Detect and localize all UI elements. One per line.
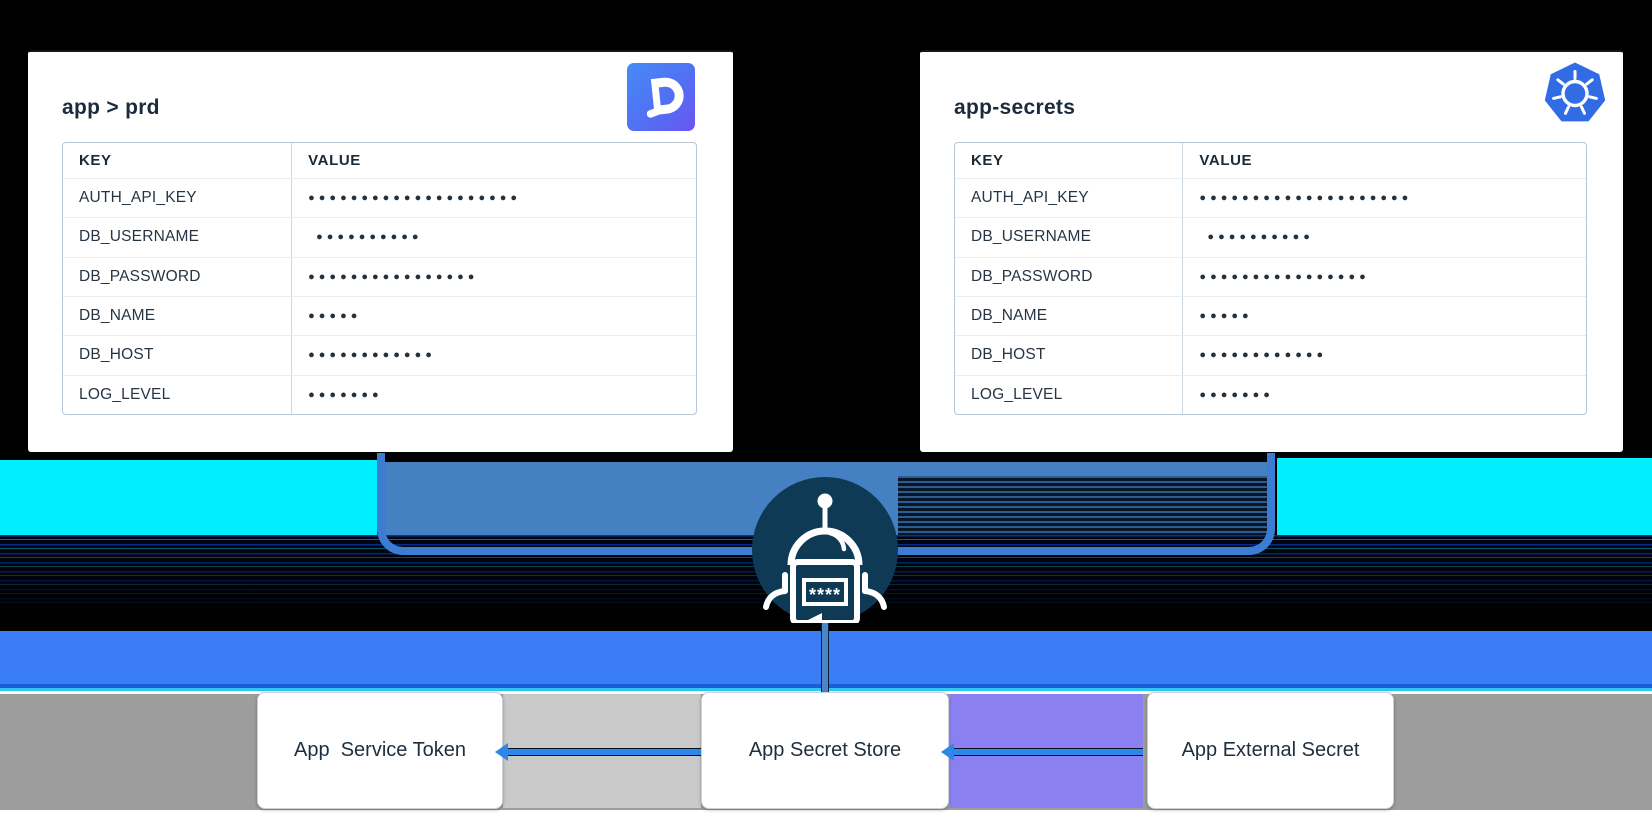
key-column-header: KEY xyxy=(955,143,1184,178)
steel-stripes-band xyxy=(898,476,1267,535)
cyan-band-left xyxy=(0,460,377,536)
doppler-config-title: app > prd xyxy=(62,96,160,119)
value-column-header: VALUE xyxy=(1199,152,1253,169)
table-row: DB_USERNAME ●●●●●●●●●● xyxy=(63,217,696,257)
table-row: AUTH_API_KEY ●●●●●●●●●●●●●●●●●●●● xyxy=(63,178,696,218)
secret-key: DB_USERNAME xyxy=(63,218,293,257)
app-secret-store-box: App Secret Store xyxy=(701,692,949,809)
secret-key: DB_NAME xyxy=(63,296,293,336)
table-row: LOG_LEVEL ●●●●●●● xyxy=(63,374,696,414)
robot-password-mask: **** xyxy=(809,585,841,605)
secret-key: DB_HOST xyxy=(63,336,293,375)
secrets-sync-robot-icon: **** xyxy=(752,477,898,627)
kubernetes-secret-card: app-secrets KEY VALUE AUTH_API_KEY ●●●●●… xyxy=(920,50,1623,452)
secret-value-mask: ●●●●●●● xyxy=(308,388,383,401)
table-row: AUTH_API_KEY ●●●●●●●●●●●●●●●●●●●● xyxy=(955,178,1586,218)
secret-key: DB_PASSWORD xyxy=(955,257,1184,296)
secret-key: DB_USERNAME xyxy=(955,218,1184,257)
app-secret-store-label: App Secret Store xyxy=(748,739,902,761)
app-external-secret-label: App External Secret xyxy=(1181,739,1360,761)
secret-key: AUTH_API_KEY xyxy=(955,179,1184,218)
secret-value-mask: ●●●●●●● xyxy=(1199,388,1274,401)
secret-value-mask: ●●●●●●●●●● xyxy=(1207,231,1314,244)
table-row: LOG_LEVEL ●●●●●●● xyxy=(955,374,1586,414)
secret-key: DB_HOST xyxy=(955,336,1184,375)
token-to-store-connector xyxy=(506,748,701,756)
secret-key: DB_PASSWORD xyxy=(63,257,293,296)
secret-value-mask: ●●●●● xyxy=(1199,310,1253,323)
table-header-row: KEY VALUE xyxy=(955,143,1586,178)
table-header-row: KEY VALUE xyxy=(63,143,696,178)
secret-value-mask: ●●●●●●●●●●●● xyxy=(308,349,436,362)
robot-to-store-connector xyxy=(821,598,829,694)
table-row: DB_PASSWORD ●●●●●●●●●●●●●●●● xyxy=(63,256,696,296)
secret-key: LOG_LEVEL xyxy=(63,375,293,414)
table-row: DB_PASSWORD ●●●●●●●●●●●●●●●● xyxy=(955,256,1586,296)
doppler-logo-icon xyxy=(627,63,695,131)
secret-value-mask: ●●●●●●●●●●●●●●●●●●●● xyxy=(308,192,522,205)
left-arrowhead-icon xyxy=(495,743,508,761)
value-column-header: VALUE xyxy=(308,152,361,169)
secret-value-mask: ●●●●●●●●●●●● xyxy=(1199,349,1328,362)
secret-value-mask: ●●●●●●●●●●●●●●●●●●●● xyxy=(1199,192,1413,205)
cyan-band-right xyxy=(1277,458,1652,537)
table-row: DB_NAME ●●●●● xyxy=(63,295,696,336)
app-external-secret-box: App External Secret xyxy=(1147,692,1394,809)
left-arrowhead-icon xyxy=(941,743,954,761)
table-row: DB_HOST ●●●●●●●●●●●● xyxy=(955,335,1586,375)
secret-value-mask: ●●●●● xyxy=(308,310,362,323)
key-column-header: KEY xyxy=(63,143,293,178)
table-row: DB_USERNAME ●●●●●●●●●● xyxy=(955,217,1586,257)
secret-value-mask: ●●●●●●●●●● xyxy=(316,231,423,244)
store-to-external-connector xyxy=(952,748,1143,756)
secret-key: DB_NAME xyxy=(955,296,1184,336)
app-service-token-box: App Service Token xyxy=(257,692,503,809)
secret-key: AUTH_API_KEY xyxy=(63,179,293,218)
secret-key: LOG_LEVEL xyxy=(955,375,1184,414)
app-service-token-label: App Service Token xyxy=(294,739,466,761)
doppler-config-card: app > prd KEY VALUE AUTH_API_KEY ●●●●●●●… xyxy=(28,50,733,452)
bottom-white-strip xyxy=(0,810,1652,839)
kubernetes-secret-title: app-secrets xyxy=(954,96,1076,119)
table-row: DB_NAME ●●●●● xyxy=(955,295,1586,336)
kubernetes-logo-icon xyxy=(1541,60,1609,128)
table-row: DB_HOST ●●●●●●●●●●●● xyxy=(63,335,696,375)
kubernetes-secrets-table: KEY VALUE AUTH_API_KEY ●●●●●●●●●●●●●●●●●… xyxy=(954,142,1587,415)
secret-value-mask: ●●●●●●●●●●●●●●●● xyxy=(308,270,479,283)
secret-value-mask: ●●●●●●●●●●●●●●●● xyxy=(1199,270,1370,283)
doppler-secrets-table: KEY VALUE AUTH_API_KEY ●●●●●●●●●●●●●●●●●… xyxy=(62,142,697,415)
